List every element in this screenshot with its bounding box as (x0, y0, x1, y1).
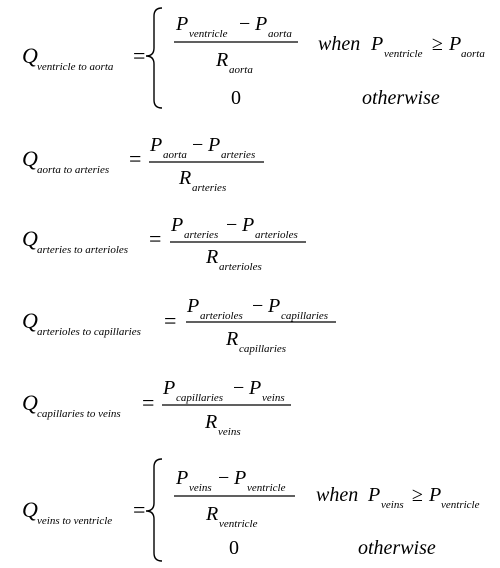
minus-sign: − (218, 467, 229, 489)
left-brace (145, 458, 163, 562)
equals-sign: = (129, 146, 141, 171)
minus-sign: − (252, 295, 263, 317)
minus-sign: − (239, 13, 250, 35)
pressure-symbol: P (370, 33, 383, 55)
pressure-symbol: P (367, 484, 380, 506)
equation-arteries-to-arterioles: Q arteries to arterioles = P arteries − … (22, 214, 306, 273)
equation-capillaries-to-veins: Q capillaries to veins = P capillaries −… (22, 377, 291, 438)
pressure-symbol: P (170, 214, 183, 236)
pressure-subscript: aorta (461, 48, 485, 60)
flow-subscript: aorta to arteries (37, 164, 109, 176)
flow-subscript: capillaries to veins (37, 408, 121, 420)
flow-symbol: Q (22, 308, 38, 333)
resistance-symbol: R (204, 411, 217, 433)
flow-symbol: Q (22, 390, 38, 415)
resistance-symbol: R (205, 503, 218, 525)
condition-operator: ≥ (412, 484, 423, 506)
pressure-subscript: arterioles (200, 310, 243, 322)
pressure-subscript: ventricle (189, 28, 228, 40)
resistance-symbol: R (225, 328, 238, 350)
pressure-subscript: aorta (163, 149, 187, 161)
pressure-subscript: ventricle (441, 499, 480, 511)
equals-sign: = (133, 497, 145, 522)
pressure-subscript: ventricle (384, 48, 423, 60)
pressure-symbol: P (254, 13, 267, 35)
pressure-subscript: veins (381, 499, 404, 511)
minus-sign: − (226, 214, 237, 236)
flow-symbol: Q (22, 146, 38, 171)
otherwise-label: otherwise (358, 537, 436, 559)
flow-symbol: Q (22, 43, 38, 68)
pressure-symbol: P (175, 467, 188, 489)
pressure-symbol: P (428, 484, 441, 506)
zero-value: 0 (231, 87, 241, 109)
equation-aorta-to-arteries: Q aorta to arteries = P aorta − P arteri… (22, 134, 264, 194)
pressure-symbol: P (248, 377, 261, 399)
resistance-symbol: R (215, 49, 228, 71)
pressure-subscript: veins (262, 392, 285, 404)
minus-sign: − (233, 377, 244, 399)
pressure-symbol: P (186, 295, 199, 317)
pressure-subscript: aorta (268, 28, 292, 40)
pressure-symbol: P (241, 214, 254, 236)
pressure-subscript: arterioles (255, 229, 298, 241)
resistance-subscript: ventricle (219, 518, 258, 530)
resistance-subscript: aorta (229, 64, 253, 76)
resistance-subscript: veins (218, 426, 241, 438)
equals-sign: = (149, 226, 161, 251)
resistance-symbol: R (205, 246, 218, 268)
flow-subscript: arterioles to capillaries (37, 326, 141, 338)
flow-subscript: arteries to arterioles (37, 244, 128, 256)
pressure-symbol: P (207, 134, 220, 156)
condition-operator: ≥ (432, 33, 443, 55)
flow-symbol: Q (22, 497, 38, 522)
pressure-symbol: P (149, 134, 162, 156)
resistance-subscript: arteries (192, 182, 226, 194)
flow-symbol: Q (22, 226, 38, 251)
pressure-subscript: capillaries (176, 392, 223, 404)
left-brace (145, 7, 163, 109)
pressure-symbol: P (448, 33, 461, 55)
pressure-subscript: capillaries (281, 310, 328, 322)
zero-value: 0 (229, 537, 239, 559)
equals-sign: = (164, 308, 176, 333)
equation-veins-to-ventricle: Q veins to ventricle = P veins − P ventr… (22, 458, 480, 562)
minus-sign: − (192, 134, 203, 156)
pressure-symbol: P (267, 295, 280, 317)
condition-word: when (316, 484, 358, 506)
pressure-symbol: P (233, 467, 246, 489)
flow-subscript: ventricle to aorta (37, 61, 114, 73)
equation-arterioles-to-capillaries: Q arterioles to capillaries = P arteriol… (22, 295, 336, 355)
pressure-symbol: P (175, 13, 188, 35)
condition-word: when (318, 33, 360, 55)
otherwise-label: otherwise (362, 87, 440, 109)
pressure-subscript: arteries (184, 229, 218, 241)
pressure-symbol: P (162, 377, 175, 399)
resistance-symbol: R (178, 167, 191, 189)
pressure-subscript: veins (189, 482, 212, 494)
resistance-subscript: capillaries (239, 343, 286, 355)
equals-sign: = (142, 390, 154, 415)
flow-subscript: veins to ventricle (37, 515, 112, 527)
resistance-subscript: arterioles (219, 261, 262, 273)
pressure-subscript: ventricle (247, 482, 286, 494)
pressure-subscript: arteries (221, 149, 255, 161)
equation-ventricle-to-aorta: Q ventricle to aorta = P ventricle − P a… (22, 7, 485, 109)
equals-sign: = (133, 43, 145, 68)
